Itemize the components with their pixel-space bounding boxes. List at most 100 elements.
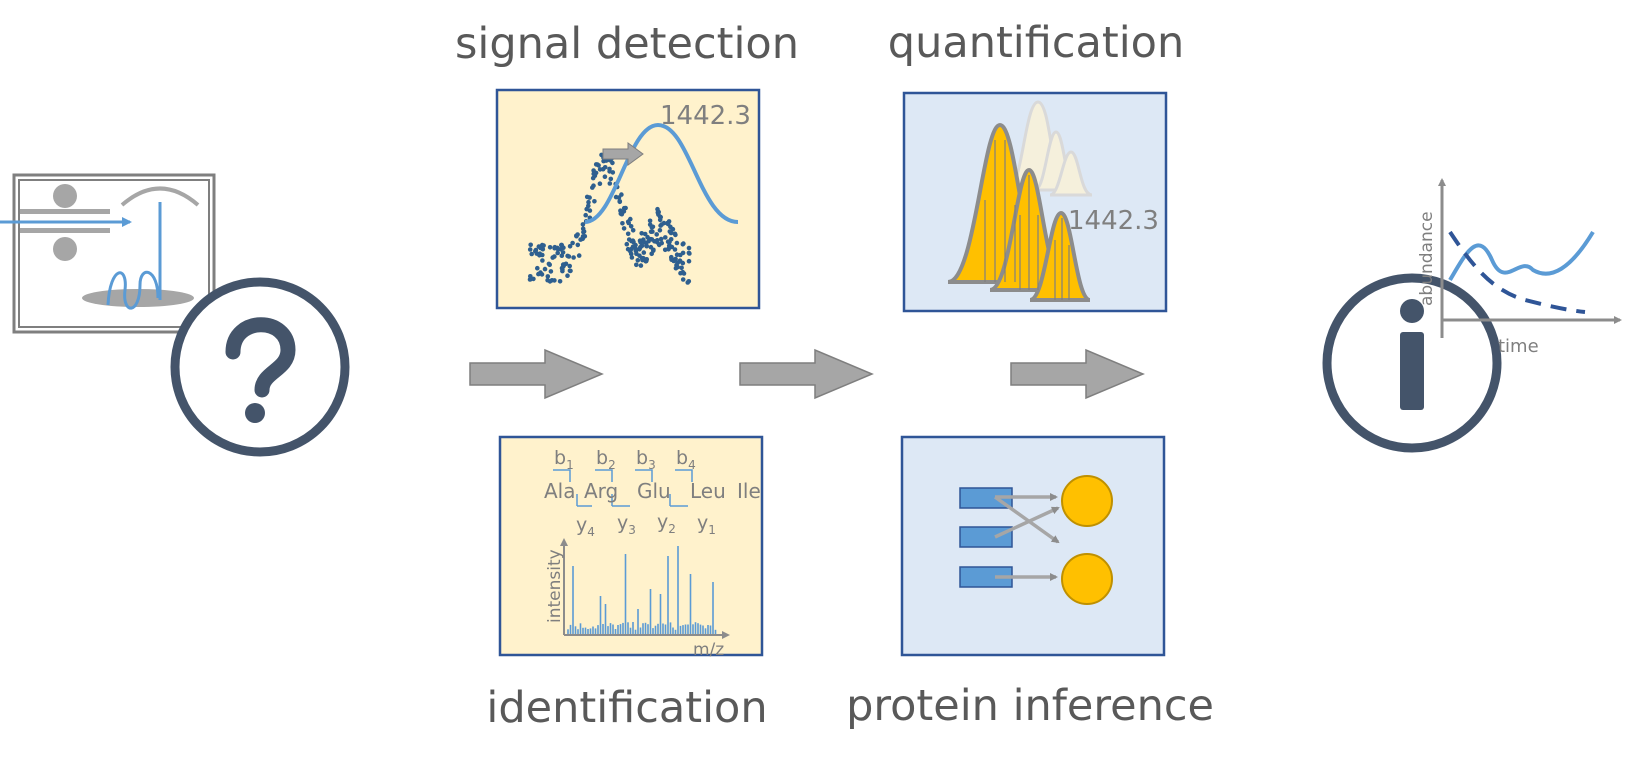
scatter-point (591, 171, 596, 177)
b-ion-2: b2 (596, 447, 616, 472)
residue-1: Ala (544, 479, 576, 503)
scatter-point (628, 248, 633, 254)
residue-5: Ile (737, 479, 761, 503)
scatter-point (528, 242, 533, 248)
scatter-point (608, 176, 614, 182)
scatter-point (584, 206, 589, 212)
y-ion-labels: y4 y3 y2 y1 (576, 511, 716, 539)
residue-4: Leu (690, 479, 726, 503)
scatter-point (571, 255, 576, 260)
scatter-point (667, 239, 672, 245)
scatter-point (629, 255, 635, 260)
signal-detection-title: signal detection (455, 19, 799, 69)
scatter-point (674, 240, 680, 246)
scatter-point (657, 217, 663, 223)
scatter-point (607, 166, 612, 172)
scatter-point (674, 252, 680, 257)
y-ion-2: y2 (657, 511, 676, 536)
scatter-point (626, 237, 632, 242)
scatter-point (567, 263, 572, 269)
scatter-point (625, 231, 631, 237)
scatter-point (667, 229, 673, 234)
b-ion-4: b4 (676, 447, 696, 472)
scatter-point (634, 262, 639, 268)
scatter-point (560, 250, 566, 255)
scatter-point (685, 280, 690, 285)
quantification-panel: 1442.3 (902, 91, 1168, 313)
scatter-point (639, 231, 644, 236)
scatter-point (686, 250, 692, 256)
flow-arrow-1 (469, 348, 604, 400)
scatter-point (656, 242, 662, 248)
peptide-2 (959, 526, 1013, 548)
scatter-point (647, 218, 653, 224)
scatter-point (575, 242, 581, 248)
scatter-point (540, 258, 545, 263)
scatter-point (602, 165, 608, 170)
scatter-point (580, 234, 586, 239)
y-ion-3: y3 (617, 512, 636, 537)
scatter-point (663, 235, 668, 240)
identification-title: identification (486, 683, 767, 733)
scatter-point (550, 255, 555, 260)
signal-detection-panel: 1442.3 (495, 88, 761, 310)
scatter-point (575, 232, 580, 237)
scatter-point (592, 199, 597, 204)
scatter-point (644, 258, 649, 264)
scatter-point (531, 276, 536, 282)
scatter-point (679, 265, 684, 271)
scatter-point (617, 199, 623, 205)
protein-2 (1061, 553, 1113, 605)
b-ion-3: b3 (636, 447, 656, 472)
scatter-point (680, 242, 686, 247)
scatter-point (540, 252, 545, 258)
scatter-point (634, 251, 639, 257)
scatter-point (655, 206, 660, 212)
scatter-point (578, 237, 583, 242)
scatter-point (586, 199, 591, 205)
scatter-point (658, 236, 664, 242)
scatter-point (590, 175, 596, 181)
scatter-point (538, 270, 543, 275)
scatter-point (644, 243, 649, 248)
scatter-point (593, 162, 599, 167)
b-ion-labels: b1 b2 b3 b4 (554, 447, 696, 472)
scatter-point (656, 212, 661, 217)
scatter-point (686, 258, 692, 264)
scatter-point (619, 192, 624, 197)
scatter-point (635, 258, 641, 263)
scatter-point (649, 251, 654, 257)
scatter-point (546, 261, 552, 267)
scatter-point (555, 250, 560, 256)
scatter-point (548, 269, 554, 274)
scatter-point (534, 251, 540, 256)
scatter-point (654, 232, 659, 237)
scatter-point (621, 226, 627, 231)
scatter-point (669, 254, 674, 260)
scatter-point (602, 174, 608, 179)
residue-3: Glu (637, 479, 671, 503)
quantification-mz-label: 1442.3 (1068, 206, 1159, 236)
flow-arrow-2 (739, 348, 874, 400)
residue-2: Arg (584, 479, 618, 503)
scatter-point (667, 243, 673, 249)
scatter-point (570, 240, 575, 246)
scatter-point (645, 234, 650, 240)
quantification-title: quantification (888, 18, 1184, 68)
scatter-point (583, 212, 588, 218)
mass-spectrometer-icon (0, 173, 216, 334)
scatter-point (657, 228, 663, 233)
scatter-point (561, 245, 566, 250)
y-ion-1: y1 (697, 512, 716, 537)
scatter-point (623, 205, 628, 211)
scatter-point (671, 258, 677, 264)
scatter-point (672, 231, 678, 237)
scatter-point (658, 223, 663, 228)
scatter-point (628, 216, 633, 222)
scatter-point (672, 247, 678, 252)
scatter-point (648, 229, 654, 234)
scatter-point (565, 273, 570, 279)
question-mark-icon (170, 277, 350, 457)
scatter-point (642, 231, 648, 237)
scatter-point (567, 244, 573, 249)
